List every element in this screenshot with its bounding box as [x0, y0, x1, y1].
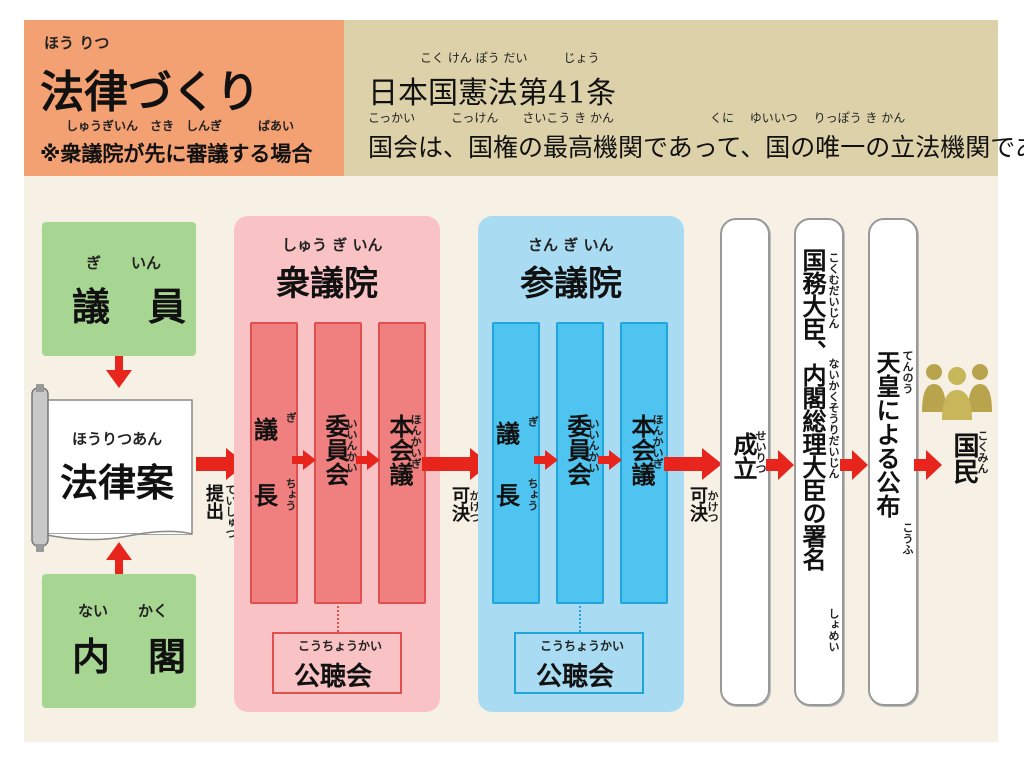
diet-member-box: ぎ いん 議 員 [42, 222, 196, 356]
upper-hearing-label: 公聴会 [536, 662, 615, 692]
quote-ruby: こっかい こっけん さいこう き かん くに ゆいいつ りっぽう き かん [368, 111, 906, 125]
lower-plenary-column [378, 322, 426, 604]
arrow-promulgate-to-people [914, 450, 942, 480]
note-ruby: しゅうぎいん さき しんぎ ばあい [66, 119, 295, 133]
promulgation-label: 天皇による公布 [872, 350, 900, 518]
title-box [24, 20, 344, 176]
arrow-lower-1 [292, 450, 316, 470]
article-title: 日本国憲法第41条 [368, 76, 617, 111]
upper-hearing-box: こうちょうかい 公聴会 [514, 632, 644, 694]
lower-chair-char-2: 長 [254, 482, 278, 510]
cabinet-ruby: ない かく [78, 602, 169, 620]
arrow-member-to-bill [106, 356, 132, 388]
lower-house-ruby: しゅう ぎ いん [282, 236, 383, 254]
lower-chair-char-1: 議 [254, 416, 278, 444]
signature-ruby-2: ないかくそうりだいじん [827, 358, 840, 479]
lower-house-title: 衆議院 [276, 264, 378, 304]
lower-committee-ruby: いいんかい [345, 418, 358, 473]
lower-chair-ruby-2: ちょう [284, 478, 297, 511]
upper-committee-ruby: いいんかい [587, 418, 600, 473]
upper-house-title: 参議院 [520, 264, 622, 304]
lower-chair-ruby-1: ぎ [284, 412, 297, 423]
upper-chair-char-1: 議 [496, 420, 520, 448]
upper-plenary-label: 本会議 [627, 414, 655, 486]
arrow-sign-to-promulgate [840, 450, 868, 480]
upper-chair-ruby-2: ちょう [526, 478, 539, 511]
pass2-label: 可決 [687, 486, 708, 522]
lower-plenary-ruby: ほんかいぎ [409, 414, 422, 469]
signature-ruby-1: こくむだいじん [827, 252, 840, 329]
page-title: 法律づくり [40, 67, 260, 118]
submit-label: 提出 [203, 484, 224, 520]
enactment-column [720, 218, 770, 706]
upper-committee-label: 委員会 [563, 414, 591, 486]
upper-chair-char-2: 長 [496, 482, 520, 510]
submit-ruby: ていしゅつ [224, 484, 237, 539]
lower-hearing-ruby: こうちょうかい [298, 639, 383, 653]
page-subtitle: ※衆議院が先に審議する場合 [40, 142, 313, 166]
bill-ruby: ほうりつあん [72, 430, 163, 448]
article-quote: 国会は、国権の最高機関であって、国の唯一の立法機関である [368, 133, 1024, 162]
lower-plenary-label: 本会議 [385, 414, 413, 486]
diet-member-ruby: ぎ いん [86, 254, 162, 272]
arrow-pass-2 [664, 448, 722, 480]
title-ruby: ほう りつ [44, 34, 110, 52]
people-icon [922, 364, 992, 420]
promulgation-ruby-2: こうふ [901, 522, 914, 555]
article-ruby: こく けん ぽう だい じょう [420, 51, 600, 65]
lower-hearing-link [337, 602, 339, 632]
lower-hearing-label: 公聴会 [294, 662, 373, 692]
upper-house-ruby: さん ぎ いん [528, 236, 614, 254]
lower-hearing-box: こうちょうかい 公聴会 [272, 632, 402, 694]
pass2-ruby: かけつ [706, 490, 719, 523]
arrow-enact-to-sign [766, 450, 794, 480]
diet-member-label: 議 員 [72, 285, 187, 329]
lower-committee-column [314, 322, 362, 604]
upper-plenary-ruby: ほんかいぎ [651, 414, 664, 469]
arrow-upper-1 [534, 450, 558, 470]
upper-hearing-link [579, 602, 581, 632]
enactment-ruby: せいりつ [754, 430, 767, 474]
people-label: 国民 [949, 432, 979, 484]
arrow-cabinet-to-bill [106, 542, 132, 574]
signature-label: 国務大臣、内閣総理大臣の署名 [798, 248, 826, 570]
header-band [344, 20, 998, 176]
lower-chair-column [250, 322, 298, 604]
signature-ruby-3: しょめい [827, 608, 840, 652]
enactment-label: 成立 [729, 432, 757, 480]
people-ruby: こくみん [976, 430, 989, 474]
upper-chair-column [492, 322, 540, 604]
lower-committee-label: 委員会 [321, 414, 349, 486]
bill-scroll-shape [31, 384, 193, 552]
cabinet-box: ない かく 内 閣 [42, 574, 196, 708]
upper-hearing-ruby: こうちょうかい [540, 639, 625, 653]
promulgation-ruby-1: てんのう [901, 350, 914, 394]
pass1-label: 可決 [449, 486, 470, 522]
upper-plenary-column [620, 322, 668, 604]
bill-label: 法律案 [60, 461, 175, 505]
arrow-lower-2 [356, 450, 380, 470]
pass1-ruby: かけつ [468, 490, 481, 523]
cabinet-label: 内 閣 [72, 635, 187, 679]
upper-chair-ruby-1: ぎ [526, 416, 539, 427]
arrow-upper-2 [598, 450, 622, 470]
